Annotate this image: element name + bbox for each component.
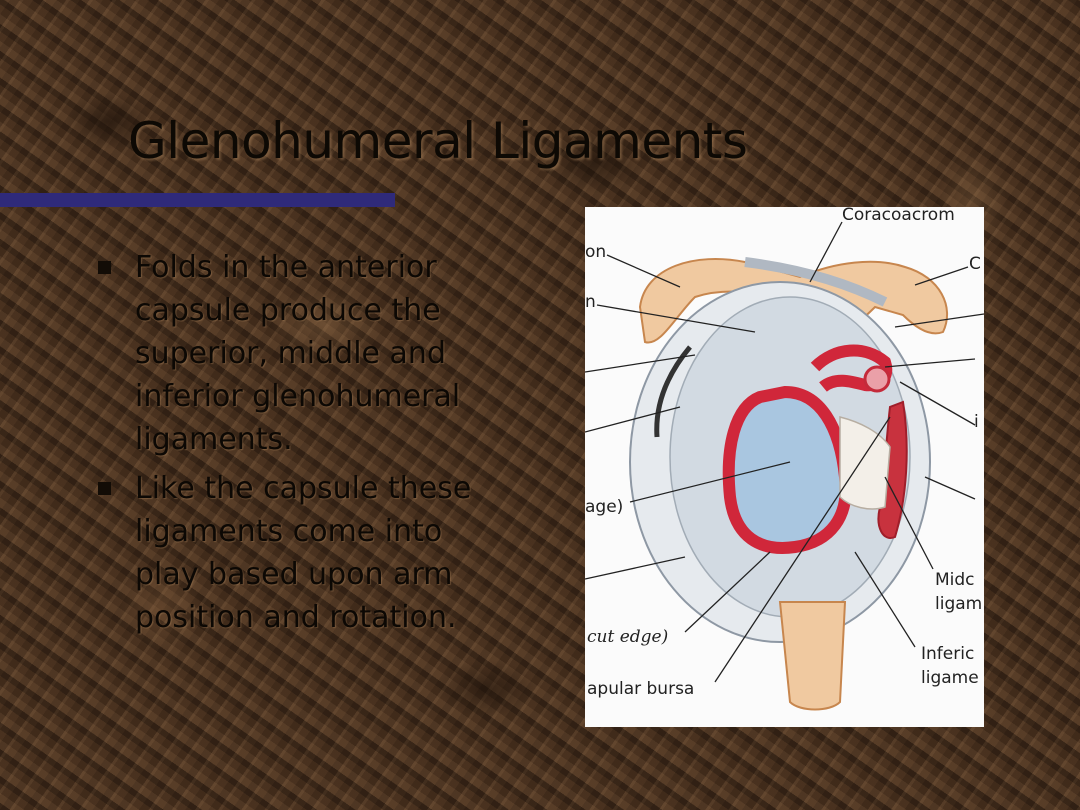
square-bullet-icon [98, 482, 111, 495]
humerus-shaft [778, 601, 847, 711]
label-on: on [585, 242, 606, 262]
bullet-text: Like the capsule these ligaments come in… [135, 471, 472, 635]
square-bullet-icon [98, 261, 111, 274]
label-i: i [974, 412, 979, 432]
label-ligam: ligam [935, 594, 982, 614]
label-coracoacrom: Coracoacrom [842, 207, 955, 225]
title-accent-rule [0, 193, 395, 207]
shoulder-anatomy-illustration: Coracoacrom C on n i age) cut edge) apul… [585, 207, 984, 727]
biceps-tendon-origin [863, 365, 891, 393]
glenoid-labrum [722, 385, 852, 554]
leader-lines [585, 221, 984, 683]
label-ligame: ligame [921, 668, 979, 688]
bullet-text: Folds in the anterior capsule produce th… [135, 250, 461, 457]
label-cut-edge: cut edge) [587, 627, 668, 647]
bullet-item: Like the capsule these ligaments come in… [95, 467, 515, 639]
label-apular-bursa: apular bursa [587, 679, 694, 699]
label-middle: Midc [935, 570, 975, 590]
ligament-band [744, 257, 888, 307]
bullet-item: Folds in the anterior capsule produce th… [95, 246, 515, 461]
label-c: C [969, 254, 981, 274]
bullet-list: Folds in the anterior capsule produce th… [95, 246, 515, 645]
anatomy-drawing: Coracoacrom C on n i age) cut edge) apul… [585, 207, 984, 711]
tendon-fibers [839, 416, 891, 510]
label-age: age) [585, 497, 623, 517]
label-n: n [585, 292, 596, 312]
slide-title: Glenohumeral Ligaments [128, 112, 748, 170]
label-inferior: Inferic [921, 644, 974, 664]
